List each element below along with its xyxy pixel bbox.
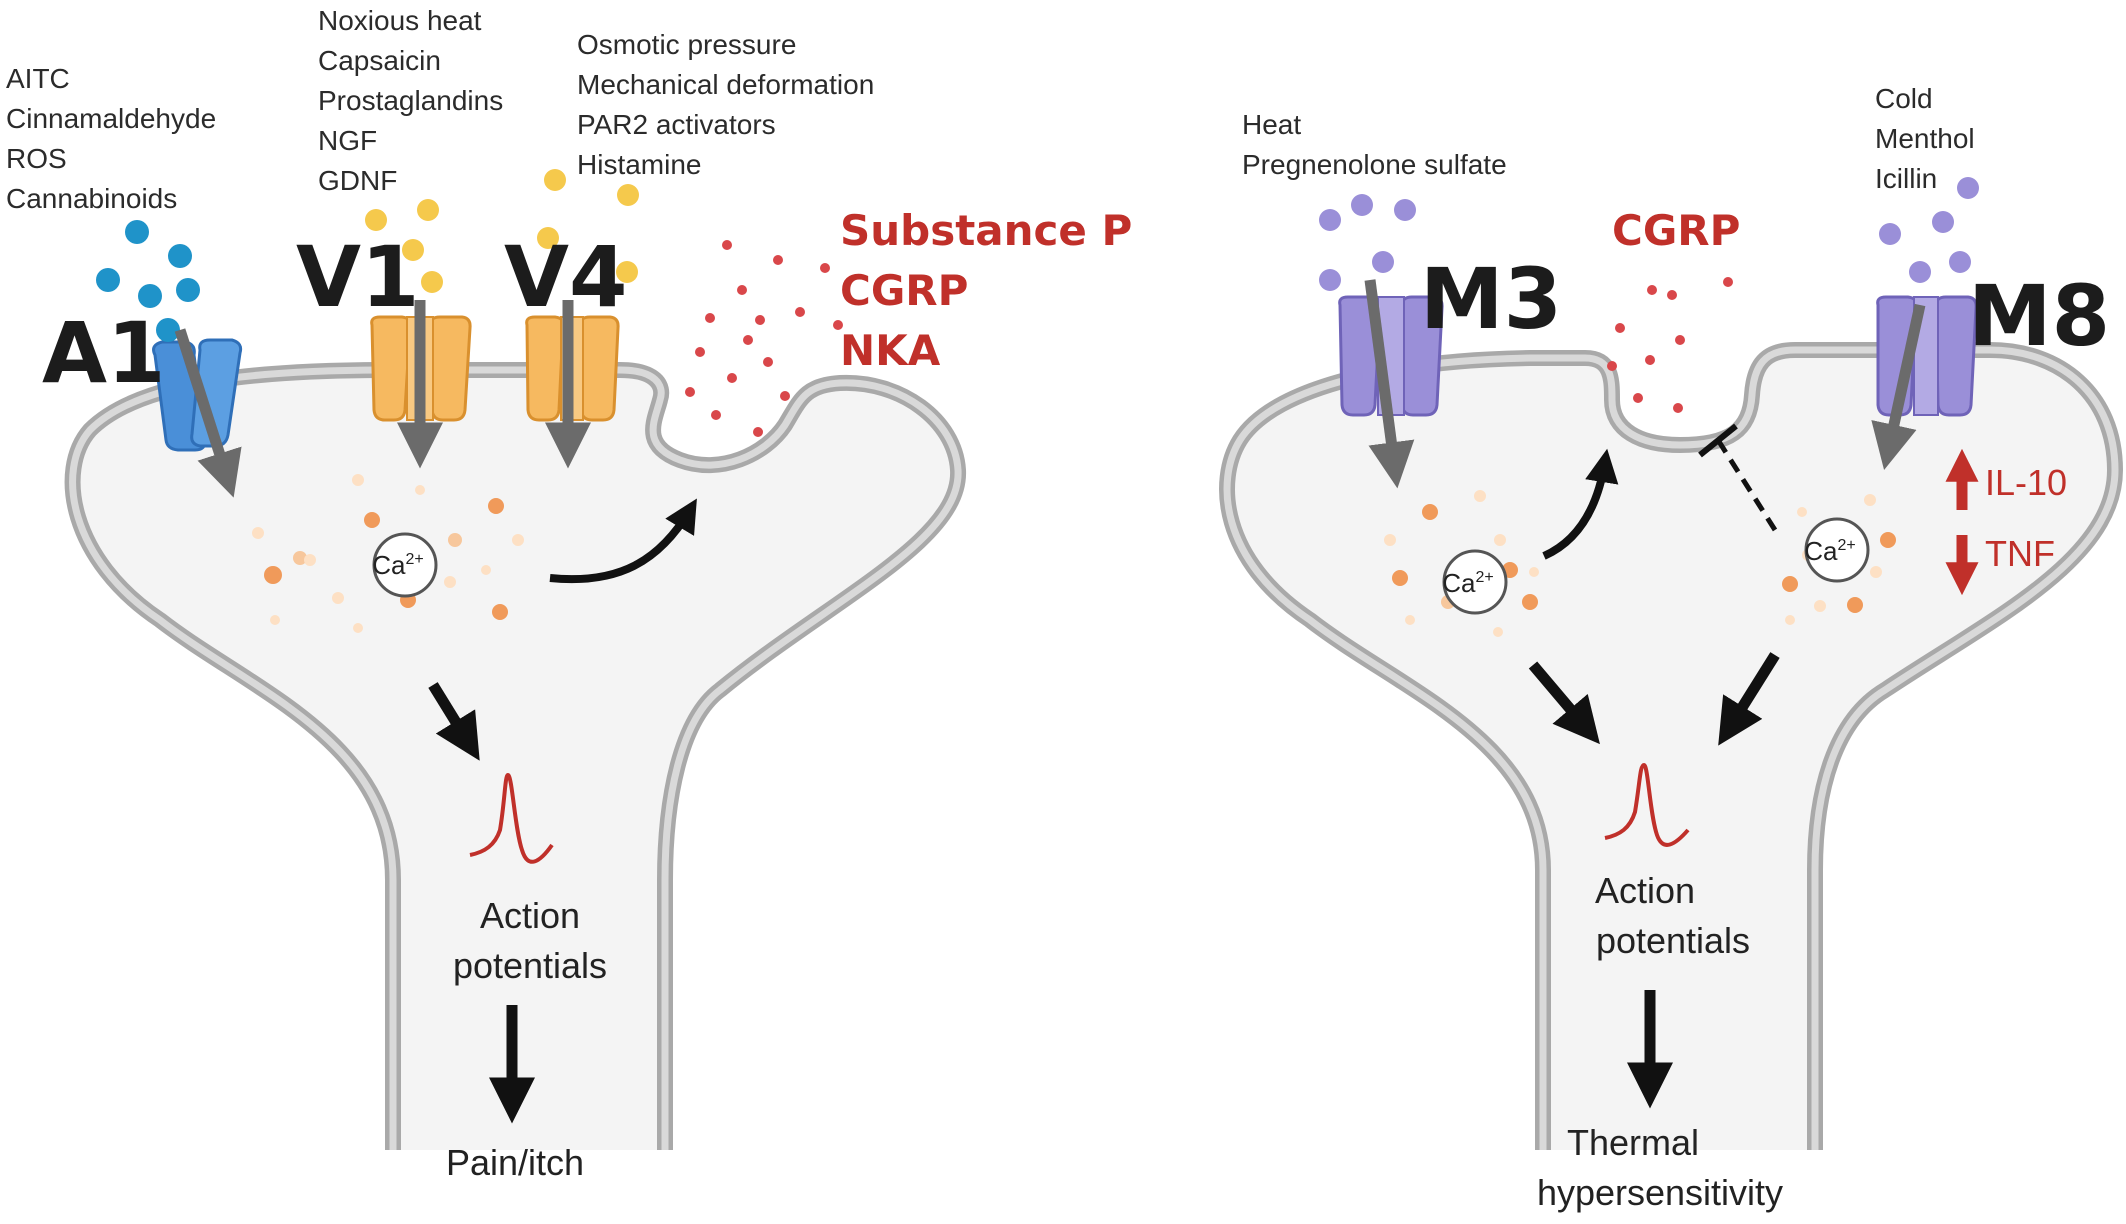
left-to-ap-arrow: [428, 682, 480, 761]
trpm8-channel: [1876, 295, 1978, 417]
m8-influx-arrow: [1871, 303, 1926, 471]
right-neuron-membrane: [1219, 342, 2123, 1183]
left-neuropeptide-dots: [685, 240, 843, 437]
trpa1-stimuli-list: AITC Cinnamaldehyde ROS Cannabinoids: [6, 63, 216, 214]
right-neuropeptide-dots: [1607, 277, 1733, 413]
cytokine-label: TNF: [1985, 533, 2055, 574]
right-outcome-label: Thermal: [1567, 1122, 1699, 1163]
trpa1-agonist-dots: [96, 220, 200, 342]
stimulus-text: ROS: [6, 143, 67, 174]
right-neuron: [1219, 342, 2123, 1219]
left-calcium-dots: [252, 474, 524, 633]
right-action-label: potentials: [1596, 920, 1750, 961]
neuropeptide-label: Substance P: [840, 206, 1132, 255]
right-calcium-ion-m8: Ca2+: [1804, 517, 1870, 583]
release-arrow-right: [1542, 448, 1619, 560]
stimulus-text: Menthol: [1875, 123, 1975, 154]
trpm3-stimuli-list: Heat Pregnenolone sulfate: [1242, 109, 1507, 180]
influx-arrows: [174, 279, 1926, 498]
trpm8-stimuli-list: Cold Menthol Icillin: [1875, 83, 1975, 194]
cytokine-label: IL-10: [1985, 462, 2067, 503]
neuropeptide-label: CGRP: [1612, 206, 1740, 255]
right-calcium-ion-m3: Ca2+: [1442, 549, 1508, 615]
stimulus-text: NGF: [318, 125, 377, 156]
trpv4-stimuli-list: Osmotic pressure Mechanical deformation …: [577, 29, 874, 180]
a1-influx-arrow: [174, 328, 242, 498]
stimulus-text: Cinnamaldehyde: [6, 103, 216, 134]
right-action-label: Action: [1595, 870, 1695, 911]
v4-channel-label: V4: [504, 228, 627, 326]
svg-text:Ca2+: Ca2+: [1442, 568, 1494, 598]
cytokine-up: IL-10: [1945, 448, 2067, 510]
stimulus-text: Mechanical deformation: [577, 69, 874, 100]
left-action-label: Action: [480, 895, 580, 936]
left-axon-fade: [380, 1150, 680, 1219]
stimulus-text: Histamine: [577, 149, 701, 180]
neuropeptide-label: CGRP: [840, 266, 968, 315]
trpv1-stimuli-list: Noxious heat Capsaicin Prostaglandins NG…: [318, 5, 503, 196]
stimulus-text: GDNF: [318, 165, 397, 196]
trpm3-channel: [1338, 295, 1444, 417]
right-neuron-membrane-inner: [1223, 346, 2119, 1183]
stimulus-text: Cannabinoids: [6, 183, 177, 214]
stimulus-text: PAR2 activators: [577, 109, 776, 140]
trpm8-agonist-dots: [1879, 177, 1979, 283]
left-calcium-ion: Ca2+: [372, 532, 438, 598]
stimulus-text: Icillin: [1875, 163, 1937, 194]
stimulus-text: Pregnenolone sulfate: [1242, 149, 1507, 180]
left-action-potential-icon: [469, 772, 554, 864]
v1-channel-label: V1: [296, 228, 419, 326]
left-neuron-membrane-inner: [69, 366, 962, 1183]
stimulus-text: Cold: [1875, 83, 1933, 114]
stimulus-text: Prostaglandins: [318, 85, 503, 116]
right-calcium-dots: [1384, 490, 1896, 637]
stimulus-text: Heat: [1242, 109, 1301, 140]
m8-channel-label: M8: [1968, 267, 2110, 365]
m3-to-ap-arrow: [1528, 661, 1600, 745]
cytokine-down: TNF: [1945, 533, 2055, 596]
stimulus-text: Capsaicin: [318, 45, 441, 76]
left-outcome-label: Pain/itch: [446, 1142, 584, 1183]
pathway-arrows: [428, 448, 1780, 1124]
right-axon-fade: [1530, 1150, 1830, 1219]
m8-to-ap-arrow: [1718, 652, 1780, 746]
right-outcome-label: hypersensitivity: [1537, 1172, 1783, 1213]
stimulus-text: AITC: [6, 63, 70, 94]
right-action-potential-icon: [1604, 762, 1690, 847]
left-action-label: potentials: [453, 945, 607, 986]
m3-influx-arrow: [1364, 279, 1415, 489]
svg-text:Ca2+: Ca2+: [1804, 536, 1856, 566]
trpm3-agonist-dots: [1319, 194, 1416, 291]
inhibition-line: [1698, 423, 1778, 532]
stimulus-text: Noxious heat: [318, 5, 482, 36]
stimulus-text: Osmotic pressure: [577, 29, 796, 60]
neuropeptide-label: NKA: [840, 326, 941, 375]
svg-text:Ca2+: Ca2+: [372, 550, 424, 580]
release-arrow-left: [549, 498, 697, 584]
a1-channel-label: A1: [42, 304, 165, 402]
left-neuron: [64, 362, 967, 1219]
m3-channel-label: M3: [1420, 250, 1562, 348]
trpv-agonist-dots: [365, 169, 639, 293]
